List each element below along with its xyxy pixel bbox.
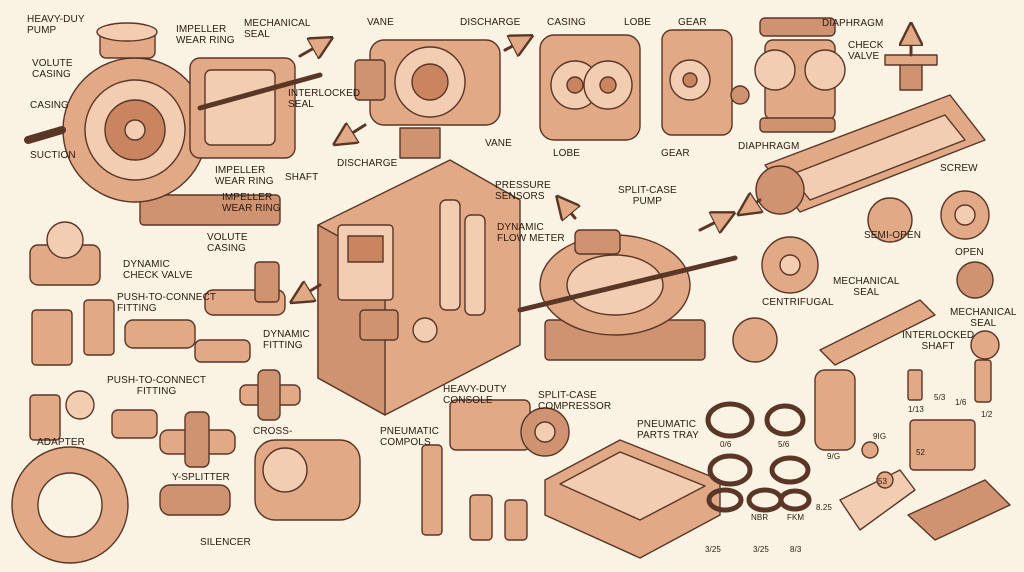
label-check-valve: CHECK VALVE	[848, 40, 884, 62]
label-pressure-sensors: PRESSURE SENSORS	[495, 180, 551, 202]
label-casing-lobe: CASING	[547, 17, 586, 28]
impellers-seals	[732, 190, 1000, 366]
label-impeller-wear-ring-mid: IMPELLER WEAR RING	[215, 165, 274, 187]
label-size-9-g: 9/G	[827, 452, 841, 461]
label-semi-open: SEMI-OPEN	[864, 230, 922, 241]
label-size-1-6: 1/6	[955, 398, 967, 407]
label-volute-casing-low: VOLUTE CASING	[207, 232, 248, 254]
compressor-group	[421, 399, 721, 559]
label-size-5-2: 52	[916, 448, 926, 457]
label-diaphragm-top: DIAPHRAGM	[822, 18, 884, 29]
label-mechanical-seal-right: MECHANICAL SEAL	[950, 307, 1017, 329]
diaphragm-pump	[754, 17, 846, 133]
lobe-pump	[539, 34, 641, 141]
label-discharge-low: DISCHARGE	[337, 158, 398, 169]
label-vane-top: VANE	[367, 17, 394, 28]
label-size-3-25b: 3/25	[753, 545, 769, 554]
split-case-pump	[517, 200, 735, 361]
label-discharge-top: DISCHARGE	[460, 17, 521, 28]
label-gear-top: GEAR	[678, 17, 707, 28]
label-screw: SCREW	[940, 163, 978, 174]
label-size-9i-g: 9iG	[873, 432, 887, 441]
label-nbr: NBR	[751, 513, 769, 522]
label-centrifugal: CENTRIFUGAL	[762, 297, 834, 308]
label-fkm: FKM	[787, 513, 805, 522]
label-volute-casing-top: VOLUTE CASING	[32, 58, 73, 80]
label-dynamic-check-valve: DYNAMIC CHECK VALVE	[123, 259, 193, 281]
hardware-group	[705, 359, 1011, 541]
label-casing-left: CASING	[30, 100, 69, 111]
label-size-1-13: 1/13	[908, 405, 924, 414]
label-size-3-25a: 3/25	[705, 545, 721, 554]
label-impeller-wear-ring-top: IMPELLER WEAR RING	[176, 24, 235, 46]
label-impeller-wear-ring-low: IMPELLER WEAR RING	[222, 192, 281, 214]
vane-pump	[338, 38, 528, 159]
label-size-8-25: 8.25	[816, 503, 832, 512]
label-pneumatic-compols: PNEUMATIC COMPOLS	[380, 426, 440, 448]
label-interlocked-seal: INTERLOCKED SEAL	[288, 88, 361, 110]
label-diaphragm-low: DIAPHRAGM	[738, 141, 800, 152]
label-lobe-top: LOBE	[624, 17, 652, 28]
label-push-to-connect-low: PUSH-TO-CONNECT FITTING	[107, 375, 207, 397]
label-y-splitter: Y-SPLITTER	[172, 472, 230, 483]
label-size-5-6: 5/6	[778, 440, 790, 449]
label-suction: SUCTION	[30, 150, 76, 161]
label-mechanical-seal-mid: MECHANICAL SEAL	[833, 276, 900, 298]
label-vane-low: VANE	[485, 138, 512, 149]
label-interlocked-shaft: INTERLOCKED SHAFT	[902, 330, 975, 352]
label-size-5-3b: 53	[878, 477, 888, 486]
label-mechanical-seal-top: MECHANICAL SEAL	[244, 18, 311, 40]
label-dynamic-fitting: DYNAMIC FITTING	[263, 329, 310, 351]
gear-pump	[661, 29, 750, 136]
label-gear-low: GEAR	[661, 148, 690, 159]
label-cross: CROSS-	[253, 426, 293, 437]
label-silencer: SILENCER	[200, 537, 251, 548]
label-lobe-low: LOBE	[553, 148, 581, 159]
fittings-group	[11, 221, 361, 564]
label-pneumatic-parts-tray: PNEUMATIC PARTS TRAY	[637, 419, 699, 441]
label-split-case-pump: SPLIT-CASE PUMP	[618, 185, 677, 207]
screw-pump	[742, 28, 986, 214]
label-size-1-2: 1/2	[981, 410, 993, 419]
label-size-5-3: 5/3	[934, 393, 946, 402]
label-heavy-duty-console: HEAVY-DUTY CONSOLE	[443, 384, 507, 406]
label-size-0-6: 0/6	[720, 440, 732, 449]
centrifugal-pump	[24, 22, 328, 226]
label-split-case-compressor: SPLIT-CASE COMPRESSOR	[538, 390, 612, 412]
label-shaft-top: SHAFT	[285, 172, 319, 183]
label-adapter: ADAPTER	[37, 437, 85, 448]
control-console	[295, 159, 521, 416]
label-size-8-3: 8/3	[790, 545, 802, 554]
label-push-to-connect-top: PUSH-TO-CONNECT FITTING	[117, 292, 217, 314]
label-heavy-duty-pump: HEAVY-DUY PUMP	[27, 14, 85, 36]
label-dynamic-flow-meter: DYNAMIC FLOW METER	[497, 222, 565, 244]
label-open: OPEN	[955, 247, 984, 258]
